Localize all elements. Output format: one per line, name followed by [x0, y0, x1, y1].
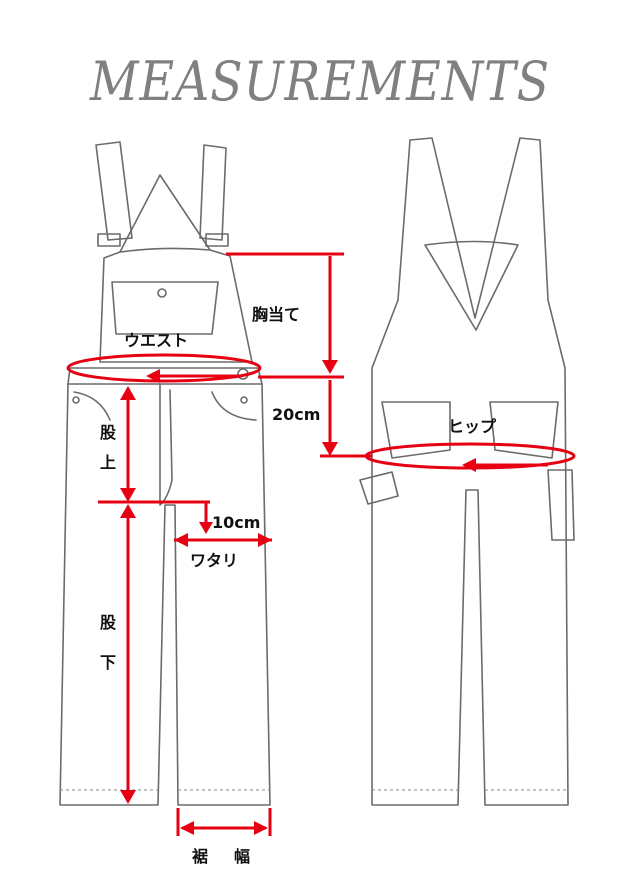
thigh-measure	[174, 533, 272, 547]
hip-arrow-icon	[462, 458, 476, 472]
inseam-measure	[120, 504, 136, 804]
bib-outline	[99, 247, 253, 363]
thigh-left-arrow-icon	[174, 533, 188, 547]
right-strap	[199, 144, 227, 241]
back-v-panel	[424, 240, 519, 331]
hem-measure	[176, 808, 272, 836]
thigh-right-arrow-icon	[258, 533, 272, 547]
left-rivet-icon	[72, 396, 80, 404]
back-outline	[371, 137, 569, 806]
label-inseam-1: 股	[100, 613, 117, 632]
hem-left-arrow-icon	[180, 821, 194, 835]
left-front-pocket	[73, 391, 111, 421]
rise-top-arrow-icon	[120, 386, 136, 400]
left-back-pocket	[381, 401, 451, 459]
waist-measure	[66, 353, 262, 383]
label-waist: ウエスト	[124, 331, 188, 350]
right-back-pocket	[489, 401, 559, 459]
legs-outline	[59, 383, 271, 806]
waist-ellipse	[66, 353, 262, 383]
offset-10-arrow-icon	[199, 522, 213, 534]
label-offset-20: 20cm	[272, 405, 320, 424]
bib-v	[119, 174, 211, 253]
rise-bottom-arrow-icon	[120, 488, 136, 502]
inseam-bottom-arrow-icon	[120, 790, 136, 804]
label-hem-1: 裾	[192, 847, 208, 866]
label-rise-2: 上	[100, 453, 116, 472]
bib-arrow-icon	[322, 360, 338, 374]
label-offset-10: 10cm	[212, 513, 260, 532]
left-buckle-icon	[97, 233, 121, 247]
tool-pocket	[547, 469, 575, 541]
right-rivet-icon	[240, 396, 248, 404]
offset-20-measure	[320, 380, 372, 458]
page-title: MEASUREMENTS	[89, 50, 550, 113]
hammer-loop	[359, 471, 399, 505]
bib-button-icon	[157, 288, 167, 298]
waist-arrow-icon	[146, 369, 160, 383]
label-chest-bib: 胸当て	[252, 305, 300, 324]
front-overalls-sketch	[59, 141, 271, 806]
bib-pocket	[111, 281, 219, 335]
label-hem-2: 幅	[234, 847, 250, 866]
label-rise-1: 股	[100, 423, 117, 442]
chest-bib-measure	[226, 252, 344, 379]
right-front-pocket	[211, 391, 257, 421]
right-buckle-icon	[205, 233, 229, 247]
hip-measure	[364, 442, 576, 472]
hem-right-arrow-icon	[254, 821, 268, 835]
rise-measure	[98, 386, 210, 504]
label-hip: ヒップ	[448, 417, 497, 436]
inseam-top-arrow-icon	[120, 504, 136, 518]
back-overalls-sketch	[359, 137, 575, 806]
offset-20-arrow-icon	[322, 442, 338, 456]
label-thigh: ワタリ	[190, 551, 238, 570]
fly	[159, 383, 173, 506]
offset-10-measure	[199, 502, 213, 534]
label-inseam-2: 下	[100, 653, 116, 672]
left-strap	[95, 141, 133, 241]
